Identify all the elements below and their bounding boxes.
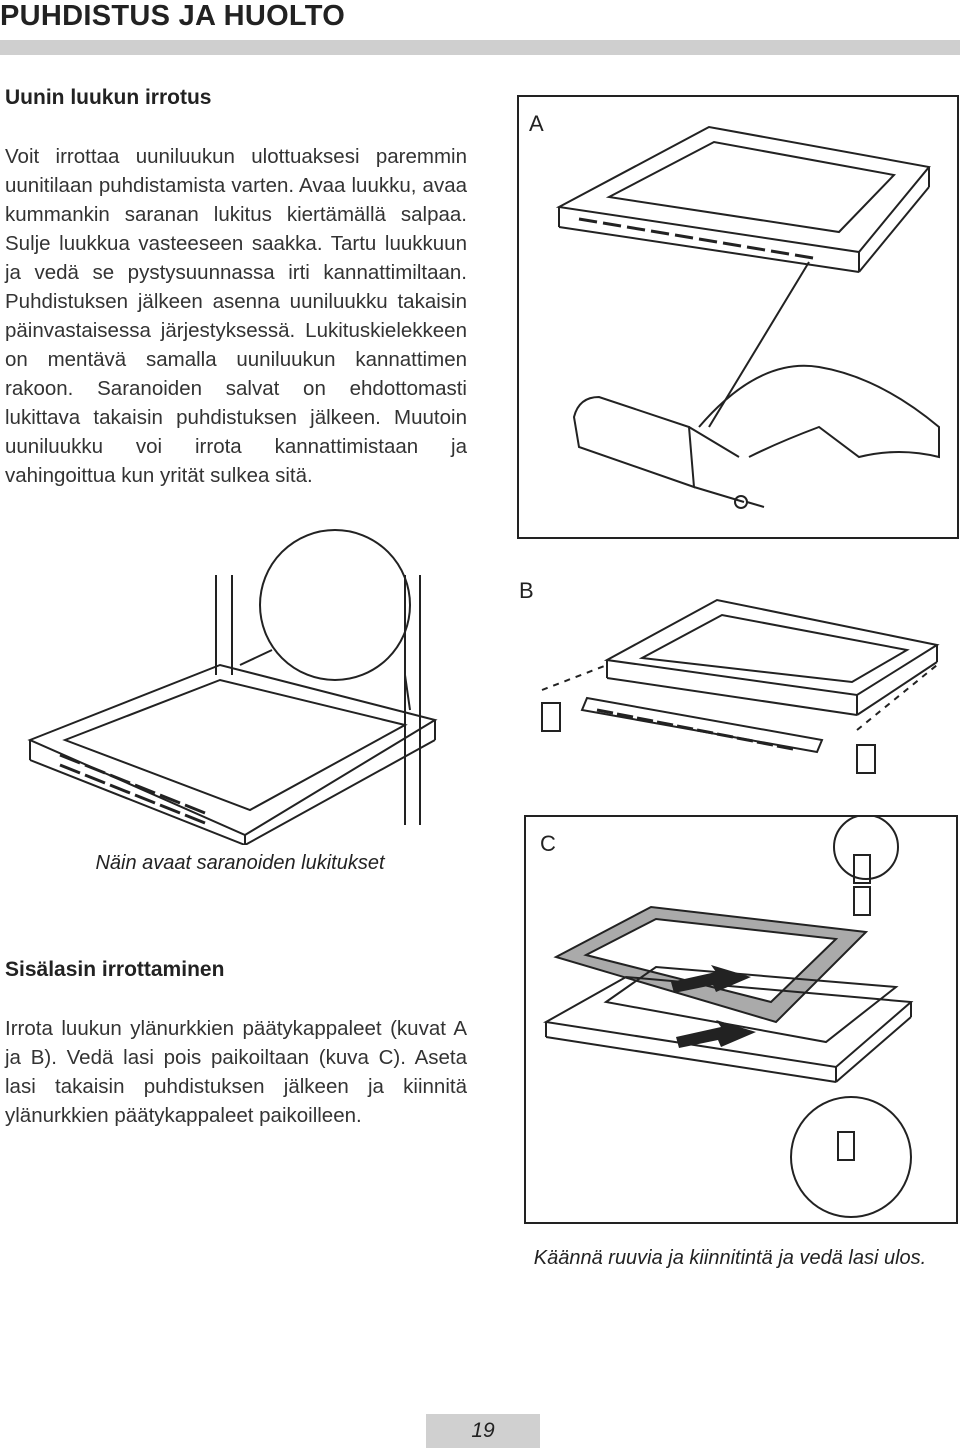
figure-a-label: A: [529, 111, 544, 136]
figure-c-illustration: [542, 817, 914, 1218]
door-removal-text: Voit irrottaa uuniluukun ulottuaksesi pa…: [5, 145, 467, 487]
section-heading-door-removal: Uunin luukun irrotus: [5, 86, 212, 109]
figure-c-caption: Käännä ruuvia ja kiinnitintä ja vedä las…: [533, 1247, 927, 1269]
figure-c-label: C: [540, 831, 556, 856]
figure-b-illustration: [541, 598, 940, 774]
section-heading-inner-glass: Sisälasin irrottaminen: [5, 958, 225, 981]
inner-glass-text: Irrota luukun ylänurkkien päätykappaleet…: [5, 1017, 467, 1127]
figure-a-frame: A: [517, 95, 959, 539]
figure-c-frame: C: [524, 815, 958, 1224]
figure-a-illustration: [555, 125, 940, 509]
hinge-unlock-illustration: [27, 529, 438, 845]
page-number: 19: [426, 1414, 540, 1448]
figure-b-label: B: [519, 578, 534, 603]
hinge-caption: Näin avaat saranoiden lukitukset: [95, 852, 385, 874]
title-rule: [0, 40, 960, 55]
page-title: PUHDISTUS JA HUOLTO: [0, 0, 346, 32]
